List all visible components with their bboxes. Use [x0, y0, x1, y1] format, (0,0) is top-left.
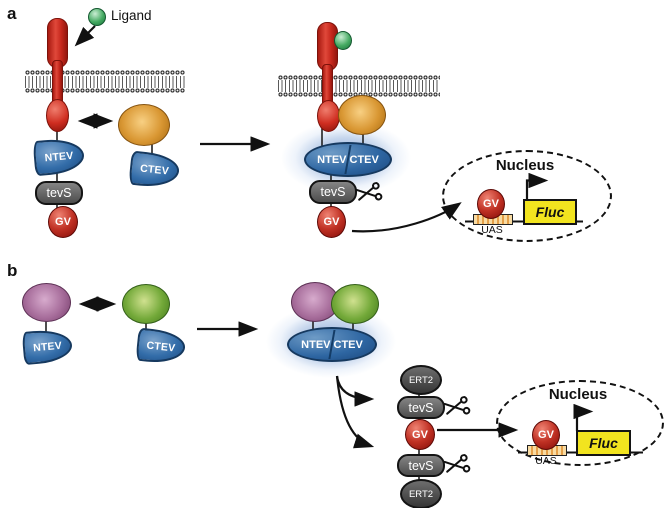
gv-label: GV: [538, 429, 554, 441]
ert2-tag-top: ERT2: [400, 365, 442, 395]
bound-ligand-icon: [334, 31, 352, 50]
ctev-shape-a: CTEV: [128, 150, 181, 190]
tevs-tag-a-left: tevS: [35, 181, 83, 205]
scissors-icon-b1: [443, 396, 471, 415]
fluc-gene-a: Fluc: [523, 199, 577, 225]
uas-label-a: UAS: [481, 224, 503, 236]
receptor-tail-right: [317, 100, 340, 132]
ntev-shape-a: NTEV: [32, 136, 86, 177]
scissors-icon-a: [355, 182, 383, 201]
tevs-tag-a-complex: tevS: [309, 180, 357, 204]
ntev-shape-b: NTEV: [21, 327, 74, 366]
gv-sphere-a-complex: GV: [317, 206, 346, 238]
nucleus-outline-a: [442, 150, 612, 242]
ligand-pointer-arrow: [74, 25, 96, 47]
prey-protein-oval-bound: [331, 284, 379, 324]
panel-a-label: a: [7, 4, 17, 23]
tevs-tag-b2: tevS: [397, 454, 445, 477]
fluc-label: Fluc: [535, 204, 565, 220]
plasma-membrane-left: [25, 70, 185, 93]
gv-sphere-b-chain: GV: [405, 419, 435, 450]
ctev-label-a: CTEV: [139, 162, 170, 178]
plasma-membrane-right: [278, 75, 440, 97]
ligand-label: Ligand: [111, 8, 152, 23]
gv-label: GV: [323, 216, 340, 228]
ligand-icon: [88, 8, 106, 26]
cleavage-arrow-b1: [335, 375, 375, 407]
ctev-shape-b: CTEV: [135, 327, 187, 366]
ert2-label: ERT2: [408, 374, 434, 386]
bait-protein-oval: [22, 283, 71, 322]
complex-ntev-label-a: NTEV: [317, 153, 347, 166]
tevs-tag-b1: tevS: [397, 396, 445, 419]
gv-label: GV: [483, 198, 499, 210]
adapter-protein-oval-bound: [338, 95, 386, 135]
ert2-label: ERT2: [408, 488, 434, 500]
ert2-tag-bottom: ERT2: [400, 479, 442, 508]
gv-sphere-a-left: GV: [48, 206, 78, 238]
ntev-ctev-complex-b: NTEV CTEV: [287, 327, 377, 362]
ntev-label-b: NTEV: [32, 339, 63, 354]
ctev-label-b: CTEV: [146, 339, 176, 354]
gv-sphere-b-nucleus: GV: [532, 420, 560, 450]
gv-label: GV: [55, 216, 71, 228]
tevs-label: tevS: [320, 185, 346, 199]
ntev-label-a: NTEV: [44, 149, 74, 164]
adapter-protein-oval: [118, 104, 170, 146]
ntev-ctev-complex-a: NTEV CTEV: [304, 142, 392, 177]
panel-b-label: b: [7, 261, 18, 280]
complex-ctev-label-a: CTEV: [349, 153, 379, 166]
scissors-icon-b2: [443, 454, 471, 473]
gv-label: GV: [412, 428, 428, 441]
tevs-label: tevS: [408, 400, 434, 415]
fluc-label: Fluc: [589, 435, 618, 451]
uas-label-b: UAS: [535, 455, 557, 467]
complex-ntev-label-b: NTEV: [301, 338, 331, 351]
gv-translocation-arrow-a: [351, 202, 462, 233]
nucleus-label-a: Nucleus: [495, 157, 555, 174]
prey-protein-oval: [122, 284, 170, 324]
gv-sphere-a-nucleus: GV: [477, 189, 505, 219]
receptor-tail-left: [46, 99, 69, 132]
fluc-gene-b: Fluc: [576, 430, 631, 456]
complex-ctev-label-b: CTEV: [333, 338, 363, 351]
nucleus-label-b: Nucleus: [548, 386, 608, 403]
cleavage-arrow-b2: [335, 375, 375, 449]
tevs-label: tevS: [46, 186, 72, 200]
tevs-label: tevS: [408, 458, 434, 473]
